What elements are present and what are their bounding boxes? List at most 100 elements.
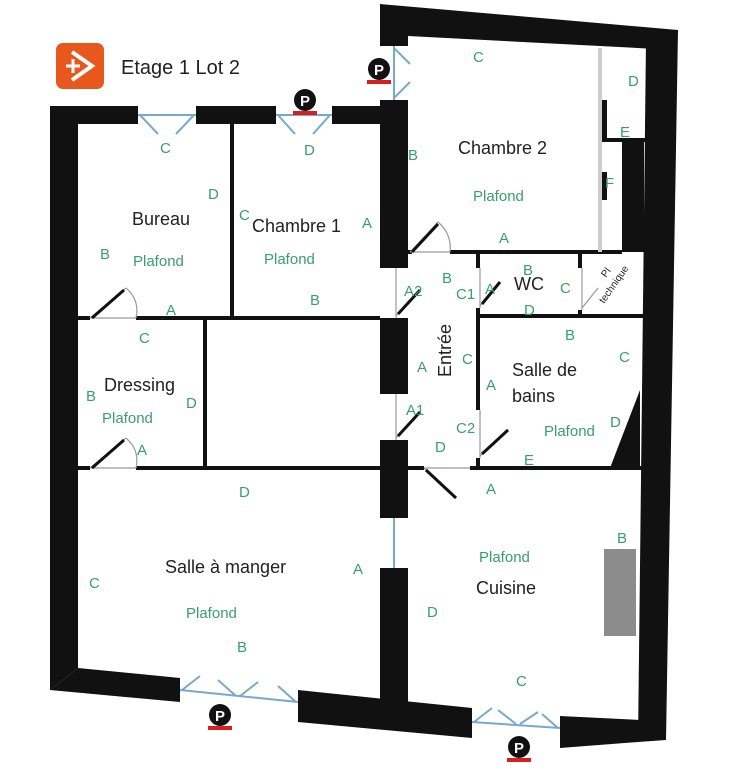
outer-wall-top-mid <box>196 106 276 124</box>
wall-letter: B <box>617 530 627 547</box>
window-salle-manger <box>179 675 299 703</box>
door-technique <box>581 268 599 310</box>
wall-letter: D <box>628 73 639 90</box>
wall-letter: C <box>139 330 150 347</box>
plan-title: Etage 1 Lot 2 <box>121 57 240 79</box>
p-marker-bar <box>507 758 531 762</box>
ceiling-salle-a-manger: Plafond <box>186 605 237 622</box>
spine-wall-2 <box>380 100 408 268</box>
room-salle-a-manger: Salle à manger <box>165 557 286 577</box>
room-pl-technique-1: Pl <box>599 266 613 280</box>
p-marker-icon: P <box>293 89 317 115</box>
room-salle-de-bains-1: Salle de <box>512 360 577 380</box>
room-chambre-1: Chambre 1 <box>252 216 341 236</box>
outer-wall-top-chambre2 <box>380 4 678 50</box>
p-marker-label: P <box>215 708 225 725</box>
p-marker-icon: P <box>507 736 531 762</box>
p-marker-circle <box>209 704 231 726</box>
closet-panel-3 <box>598 140 602 252</box>
wall-letter: C <box>89 575 100 592</box>
logo-plus <box>66 59 80 73</box>
logo-chevron <box>70 50 96 82</box>
wall-letter: B <box>408 147 418 164</box>
wall-letter: A2 <box>404 283 422 300</box>
window-chambre1 <box>276 114 332 135</box>
wall-letter: D <box>208 186 219 203</box>
outer-wall-bottom-left <box>50 668 180 702</box>
door-leaf-a2 <box>396 288 422 316</box>
spine-wall-5 <box>380 568 408 716</box>
wall-letter: C <box>239 207 250 224</box>
room-entree: Entrée <box>435 324 455 377</box>
wall-letter: A <box>485 281 495 298</box>
technique-label: Pl technique <box>597 264 631 306</box>
closet-wall <box>622 140 644 252</box>
wall-letter: A <box>486 481 496 498</box>
p-marker-label: P <box>514 740 524 757</box>
wall-letter: C1 <box>456 286 475 303</box>
windows <box>138 46 561 729</box>
closet-panel-1 <box>598 48 602 140</box>
spine-wall-3 <box>380 318 408 394</box>
ceiling-chambre-1: Plafond <box>264 251 315 268</box>
room-salle-de-bains-2: bains <box>512 386 555 406</box>
spine-wall-4 <box>380 440 408 518</box>
wall-letter: A <box>353 561 363 578</box>
wall-letter: E <box>524 452 534 469</box>
wall-letter: A1 <box>406 402 424 419</box>
kitchen-counter <box>604 549 636 636</box>
closet-sliding-doors <box>598 48 607 252</box>
p-marker-bar <box>208 726 232 730</box>
bath-corner-wall <box>610 390 640 468</box>
wall-letter: C <box>619 349 630 366</box>
p-marker-icon: P <box>208 704 232 730</box>
door-leaf-wc <box>480 281 502 305</box>
door-leaf-bath <box>480 428 510 456</box>
wall-letter: A <box>166 302 176 319</box>
p-marker-label: P <box>374 62 384 79</box>
wall-letter: F <box>605 175 614 192</box>
spine-wall-1 <box>380 36 408 46</box>
wall-letter: C <box>462 351 473 368</box>
door-leaf-chambre2 <box>410 222 440 254</box>
wall-letter: D <box>304 142 315 159</box>
room-cuisine: Cuisine <box>476 578 536 598</box>
p-marker-bar <box>293 111 317 115</box>
wall-letter: C <box>160 140 171 157</box>
wall-letter: B <box>565 327 575 344</box>
ceiling-chambre-2: Plafond <box>473 188 524 205</box>
wall-letter: A <box>486 377 496 394</box>
wall-letters: C D B A D C A B C B A D E F C B D A B A2… <box>86 49 639 690</box>
wall-letter: B <box>86 388 96 405</box>
ceiling-salle-de-bains: Plafond <box>544 423 595 440</box>
wall-letter: A <box>499 230 509 247</box>
room-bureau: Bureau <box>132 209 190 229</box>
wall-letter: A <box>362 215 372 232</box>
logo <box>56 43 104 89</box>
wall-letter: B <box>523 262 533 279</box>
wall-letter: B <box>237 639 247 656</box>
room-chambre-2: Chambre 2 <box>458 138 547 158</box>
wall-letter: D <box>186 395 197 412</box>
walls <box>50 4 678 748</box>
ceiling-labels: Plafond Plafond Plafond Plafond Plafond … <box>102 188 595 622</box>
wall-letter: A <box>137 442 147 459</box>
wall-letter: C <box>473 49 484 66</box>
closet-panel-2 <box>602 100 607 142</box>
door-leaf-bureau <box>91 288 125 320</box>
outer-wall-left-top <box>50 106 138 690</box>
p-marker-label: P <box>300 93 310 110</box>
p-marker-circle <box>294 89 316 111</box>
ceiling-cuisine: Plafond <box>479 549 530 566</box>
wall-letter: A <box>417 359 427 376</box>
wall-letter: C <box>560 280 571 297</box>
wall-letter: D <box>239 484 250 501</box>
wall-letter: B <box>310 292 320 309</box>
p-marker-icon: P <box>367 58 391 84</box>
p-marker-circle <box>508 736 530 758</box>
ceiling-bureau: Plafond <box>133 253 184 270</box>
room-names: Bureau Chambre 1 Chambre 2 Dressing WC S… <box>104 138 577 598</box>
wall-letter: B <box>100 246 110 263</box>
closet-panel-4 <box>602 172 607 200</box>
